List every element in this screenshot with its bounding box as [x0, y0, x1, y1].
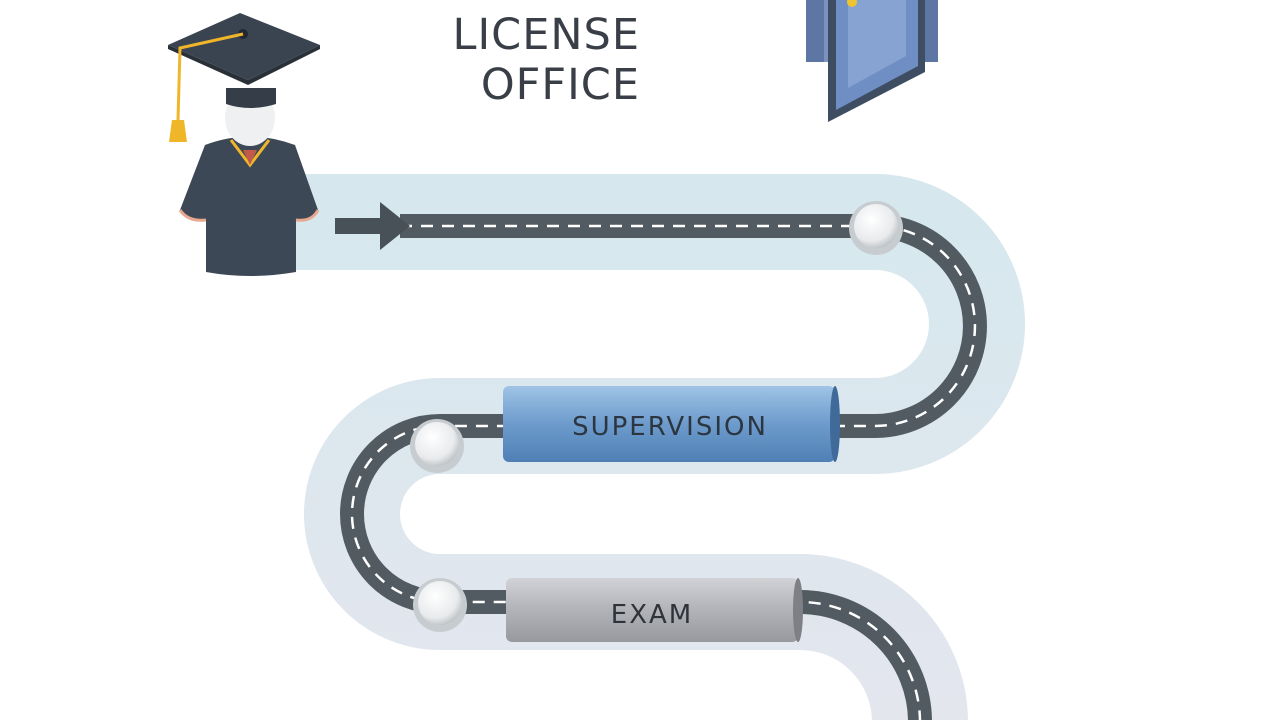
milestone-node: [849, 201, 903, 255]
page-title: LICENSE OFFICE: [400, 10, 640, 110]
graduate-icon: [168, 13, 320, 276]
step-label-exam: EXAM: [610, 600, 694, 630]
title-line-2: OFFICE: [480, 60, 640, 110]
path-band: [290, 174, 1025, 720]
door-icon: [806, 0, 938, 122]
title-line-1: LICENSE: [452, 10, 640, 60]
exam-bar: [506, 578, 803, 642]
milestone-node: [413, 578, 467, 632]
road: [340, 214, 987, 720]
arrow-icon: [335, 202, 410, 250]
supervision-bar: [503, 386, 840, 462]
step-label-supervision: SUPERVISION: [572, 412, 768, 442]
milestone-node: [410, 419, 464, 473]
